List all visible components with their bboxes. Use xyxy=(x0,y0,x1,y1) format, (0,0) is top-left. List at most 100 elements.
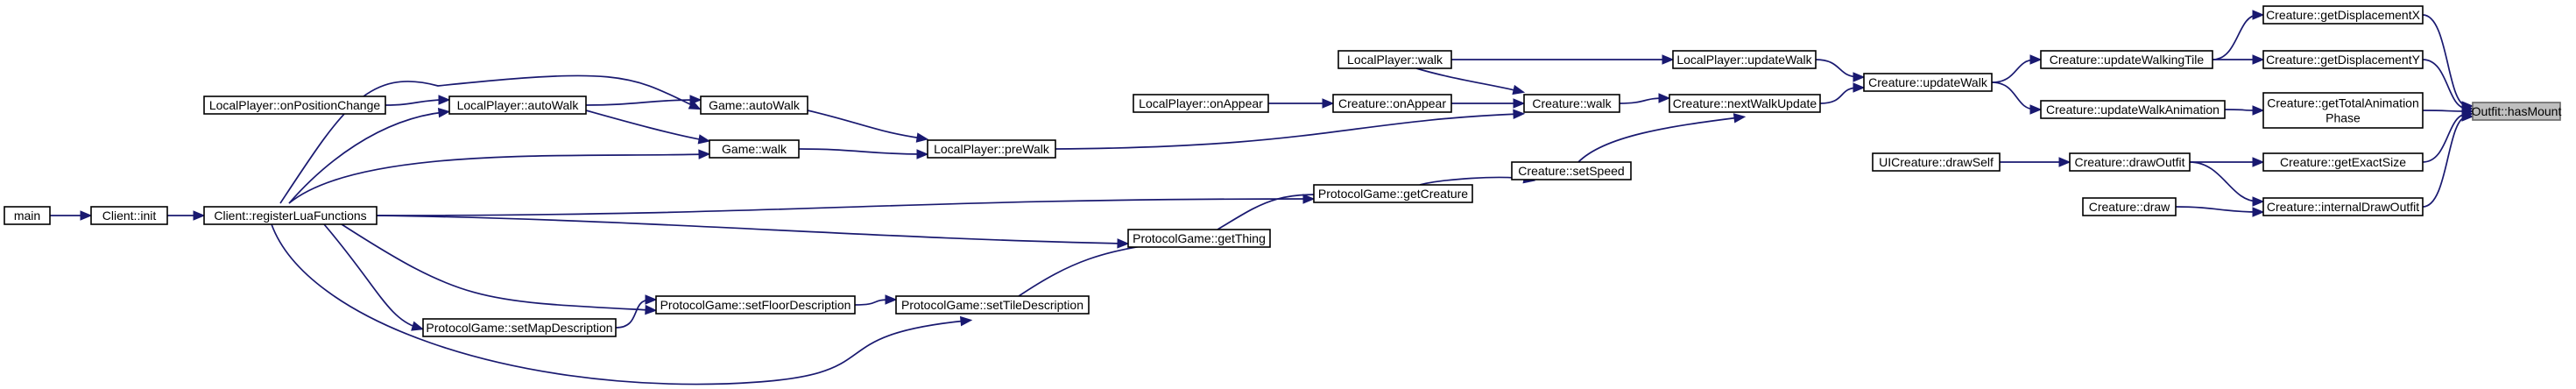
node-label: Outfit::hasMount xyxy=(2472,104,2562,118)
edge-line xyxy=(2422,113,2468,163)
node-setMapDescription[interactable]: ProtocolGame::setMapDescription xyxy=(422,318,617,337)
edge-arrowhead xyxy=(2029,54,2043,65)
edge-creatureDraw-to-internalDrawOutfit xyxy=(2175,206,2265,217)
edge-arrowhead xyxy=(411,321,425,331)
edge-lpWalk-to-lpUpdateWalk xyxy=(1451,54,1675,65)
node-lpAutoWalk[interactable]: LocalPlayer::autoWalk xyxy=(448,95,587,115)
edge-arrowhead xyxy=(2252,157,2265,167)
node-label: Creature::getTotalAnimation xyxy=(2267,96,2419,110)
edge-arrowhead xyxy=(1853,82,1866,93)
node-box xyxy=(1133,94,1269,113)
edge-registerLuaFunctions-to-setMapDescription xyxy=(323,223,425,331)
node-box xyxy=(2040,100,2226,119)
node-box xyxy=(1332,94,1452,113)
node-label: Client::registerLuaFunctions xyxy=(214,209,366,223)
edge-main-to-clientInit xyxy=(49,210,93,221)
node-nextWalkUpdate[interactable]: Creature::nextWalkUpdate xyxy=(1669,94,1821,113)
node-label: Creature::draw xyxy=(2089,200,2170,214)
edge-line xyxy=(1055,113,1520,150)
edge-line xyxy=(288,111,445,204)
edge-arrowhead xyxy=(916,149,929,159)
node-getDisplacementY[interactable]: Creature::getDisplacementY xyxy=(2262,50,2424,69)
edge-registerLuaFunctions-to-lpAutoWalk xyxy=(288,107,451,204)
node-box xyxy=(203,95,386,115)
node-creatureDraw[interactable]: Creature::draw xyxy=(2082,197,2177,216)
edge-updateWalk-to-updateWalkAnimation xyxy=(1991,81,2043,115)
node-updateWalkAnimation[interactable]: Creature::updateWalkAnimation xyxy=(2040,100,2226,119)
node-getExactSize[interactable]: Creature::getExactSize xyxy=(2262,152,2424,172)
node-internalDrawOutfit[interactable]: Creature::internalDrawOutfit xyxy=(2262,197,2424,216)
node-updateWalk[interactable]: Creature::updateWalk xyxy=(1863,73,1993,92)
edge-line xyxy=(323,223,419,329)
node-creatureWalk[interactable]: Creature::walk xyxy=(1523,94,1620,113)
edge-lpOnAppear-to-onAppear xyxy=(1268,98,1335,109)
edge-arrowhead xyxy=(193,210,206,221)
node-updateWalkingTile[interactable]: Creature::updateWalkingTile xyxy=(2040,50,2213,69)
edge-arrowhead xyxy=(1733,113,1747,124)
node-box xyxy=(1872,152,2001,172)
node-label: Client::init xyxy=(102,209,157,223)
edge-lpOnPositionChange-to-lpAutoWalk xyxy=(385,95,451,106)
edge-arrowhead xyxy=(1117,238,1130,249)
node-drawOutfit[interactable]: Creature::drawOutfit xyxy=(2069,152,2191,172)
edge-onAppear-to-creatureWalk xyxy=(1451,98,1526,109)
edge-arrowhead xyxy=(1513,98,1526,109)
node-label: Creature::updateWalk xyxy=(1868,75,1988,89)
edge-registerLuaFunctions-to-setTileDescription xyxy=(271,223,973,385)
edge-lpAutoWalk-to-gameWalk xyxy=(585,110,711,145)
edge-line xyxy=(1577,117,1740,163)
edge-line xyxy=(341,223,652,311)
edge-line xyxy=(1819,87,1860,104)
edge-line xyxy=(2422,14,2468,107)
node-hasMount[interactable]: Outfit::hasMount xyxy=(2472,102,2562,121)
node-preWalk[interactable]: LocalPlayer::preWalk xyxy=(927,139,1056,159)
node-label: LocalPlayer::preWalk xyxy=(934,142,1050,156)
node-lpOnPositionChange[interactable]: LocalPlayer::onPositionChange xyxy=(203,95,386,115)
node-box xyxy=(709,139,800,159)
node-box xyxy=(90,206,168,225)
node-gameAutoWalk[interactable]: Game::autoWalk xyxy=(700,95,808,115)
node-setTileDescription[interactable]: ProtocolGame::setTileDescription xyxy=(895,295,1090,315)
node-setSpeed[interactable]: Creature::setSpeed xyxy=(1511,161,1632,180)
node-label: LocalPlayer::autoWalk xyxy=(457,98,580,112)
node-label: Creature::updateWalkAnimation xyxy=(2046,103,2220,117)
edge-updateWalkAnimation-to-getTotalAnimationPhase xyxy=(2224,105,2265,116)
edge-line xyxy=(1415,67,1520,92)
edge-arrowhead xyxy=(1853,72,1866,82)
edge-line xyxy=(288,153,705,204)
edge-line xyxy=(385,99,445,106)
node-box xyxy=(2040,50,2213,69)
node-gameWalk[interactable]: Game::walk xyxy=(709,139,800,159)
node-uiCreatureDrawSelf[interactable]: UICreature::drawSelf xyxy=(1872,152,2001,172)
node-getThing[interactable]: ProtocolGame::getThing xyxy=(1127,229,1271,248)
edge-setMapDescription-to-setFloorDescription xyxy=(615,294,658,329)
node-clientInit[interactable]: Client::init xyxy=(90,206,168,225)
edge-arrowhead xyxy=(688,99,702,110)
node-label: LocalPlayer::walk xyxy=(1347,53,1443,67)
node-label: ProtocolGame::setFloorDescription xyxy=(660,298,851,312)
edge-line xyxy=(1991,59,2036,83)
node-lpOnAppear[interactable]: LocalPlayer::onAppear xyxy=(1133,94,1269,113)
node-box xyxy=(448,95,587,115)
node-setFloorDescription[interactable]: ProtocolGame::setFloorDescription xyxy=(655,295,856,315)
edge-arrowhead xyxy=(2252,105,2265,116)
node-lpWalk[interactable]: LocalPlayer::walk xyxy=(1337,50,1452,69)
node-label: Creature::updateWalkingTile xyxy=(2050,53,2205,67)
node-registerLuaFunctions[interactable]: Client::registerLuaFunctions xyxy=(203,206,378,225)
edge-line xyxy=(1991,81,2036,110)
edge-line xyxy=(2422,110,2468,112)
edge-line xyxy=(2422,59,2468,110)
edge-arrowhead xyxy=(915,132,929,143)
edge-line xyxy=(585,99,696,106)
node-getDisplacementX[interactable]: Creature::getDisplacementX xyxy=(2262,5,2424,25)
edge-registerLuaFunctions-to-setFloorDescription xyxy=(341,223,658,315)
edge-setSpeed-to-nextWalkUpdate xyxy=(1577,113,1747,163)
node-onAppear[interactable]: Creature::onAppear xyxy=(1332,94,1452,113)
edge-arrowhead xyxy=(1302,194,1316,204)
edge-line xyxy=(376,215,1124,244)
node-getCreature[interactable]: ProtocolGame::getCreature xyxy=(1313,184,1473,203)
node-lpUpdateWalk[interactable]: LocalPlayer::updateWalk xyxy=(1672,50,1817,69)
node-main[interactable]: main xyxy=(4,206,51,225)
edge-line xyxy=(2175,206,2259,213)
